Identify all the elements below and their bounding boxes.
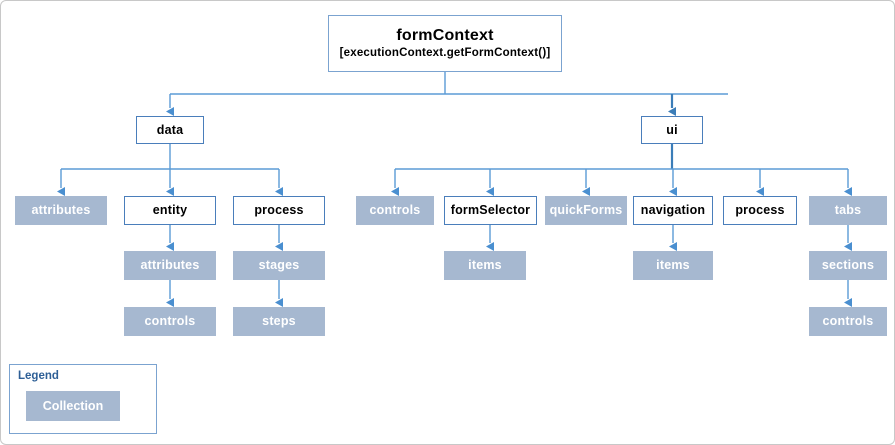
node-e-controls[interactable]: controls <box>124 307 216 336</box>
node-u-process-label: process <box>735 203 785 218</box>
node-e-controls-label: controls <box>144 314 196 329</box>
node-p-steps-label: steps <box>262 314 296 329</box>
node-d-process-label: process <box>254 203 304 218</box>
node-data-label: data <box>156 122 184 137</box>
node-data[interactable]: data <box>136 116 204 144</box>
node-u-tabs[interactable]: tabs <box>809 196 887 225</box>
node-d-attributes-label: attributes <box>31 203 91 218</box>
node-u-controls-label: controls <box>369 203 421 218</box>
node-d-entity-label: entity <box>152 203 188 218</box>
node-e-attributes[interactable]: attributes <box>124 251 216 280</box>
node-nav-items[interactable]: items <box>633 251 713 280</box>
legend-title: Legend <box>18 370 59 382</box>
node-t-sections[interactable]: sections <box>809 251 887 280</box>
node-u-formselector-label: formSelector <box>450 203 531 218</box>
node-u-tabs-label: tabs <box>834 203 862 218</box>
node-d-process[interactable]: process <box>233 196 325 225</box>
node-t-controls[interactable]: controls <box>809 307 887 336</box>
node-d-attributes[interactable]: attributes <box>15 196 107 225</box>
node-e-attributes-label: attributes <box>140 258 200 273</box>
node-t-controls-label: controls <box>822 314 874 329</box>
node-p-stages-label: stages <box>258 258 300 273</box>
node-nav-items-label: items <box>656 258 690 273</box>
node-d-entity[interactable]: entity <box>124 196 216 225</box>
legend-box: Legend Collection <box>9 364 157 434</box>
node-u-formselector[interactable]: formSelector <box>444 196 537 225</box>
node-u-navigation-label: navigation <box>640 203 706 218</box>
node-u-process[interactable]: process <box>723 196 797 225</box>
node-u-navigation[interactable]: navigation <box>633 196 713 225</box>
node-formcontext-subtitle: [executionContext.getFormContext()] <box>339 47 551 60</box>
node-u-quickforms-label: quickForms <box>549 203 623 218</box>
node-ui[interactable]: ui <box>641 116 703 144</box>
node-ui-label: ui <box>666 122 678 137</box>
node-fs-items-label: items <box>468 258 502 273</box>
node-formcontext-title: formContext <box>396 26 494 44</box>
node-u-controls[interactable]: controls <box>356 196 434 225</box>
node-fs-items[interactable]: items <box>444 251 526 280</box>
node-u-quickforms[interactable]: quickForms <box>545 196 627 225</box>
legend-swatch-collection: Collection <box>26 391 120 421</box>
node-p-stages[interactable]: stages <box>233 251 325 280</box>
node-t-sections-label: sections <box>821 258 875 273</box>
node-p-steps[interactable]: steps <box>233 307 325 336</box>
node-formcontext[interactable]: formContext [executionContext.getFormCon… <box>328 15 562 72</box>
